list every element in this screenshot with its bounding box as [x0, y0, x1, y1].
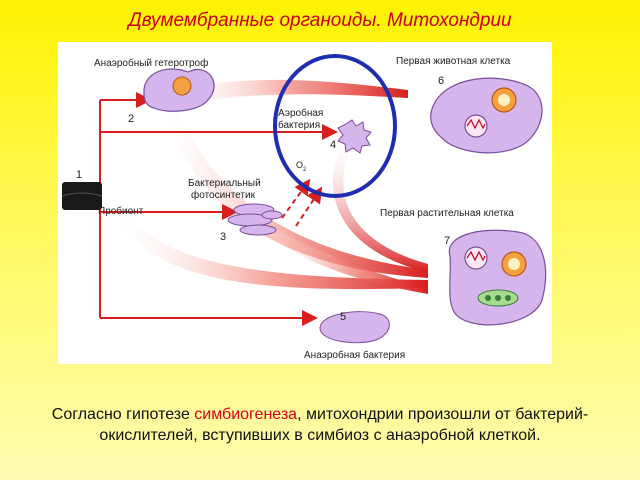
- photosynthetic-bacteria: [227, 203, 283, 236]
- animal-cell-nucleolus: [498, 94, 510, 106]
- probiont-block: [62, 182, 102, 210]
- caption-before: Согласно гипотезе: [51, 406, 195, 423]
- aerobic-bacterium: [337, 119, 372, 154]
- number-4: 4: [330, 139, 336, 151]
- flow-aerobe-to-plant: [332, 142, 428, 272]
- number-6: 6: [438, 75, 444, 87]
- heterotroph-nucleus: [172, 76, 192, 96]
- plant-cell-mitochondrion: [464, 246, 488, 270]
- diagram-canvas: Анаэробный гетеротроф Первая животная кл…: [61, 54, 547, 361]
- label-first-plant-cell: Первая растительная клетка: [380, 208, 514, 219]
- slide-title: Двумембранные органоиды. Митохондрии: [128, 10, 512, 31]
- symbiogenesis-diagram: Анаэробный гетеротроф Первая животная кл…: [58, 42, 552, 364]
- label-oxygen: O2: [296, 160, 307, 173]
- flow-photosynthetic-to-plant: [268, 228, 428, 294]
- mitochondria-highlight-circle: [273, 54, 397, 198]
- plant-cell: [448, 229, 547, 326]
- lineage-lines: [99, 92, 338, 326]
- plant-cell-chloroplast: [477, 289, 519, 307]
- label-anaerobic-heterotroph: Анаэробный гетеротроф: [94, 57, 208, 69]
- number-2: 2: [128, 113, 134, 125]
- label-anaerobic-bacterium: Анаэробная бактерия: [304, 349, 405, 361]
- caption-highlight: симбиогенеза: [194, 406, 298, 423]
- label-aerobic-line1: Аэробная: [278, 107, 323, 119]
- animal-cell: [430, 77, 543, 154]
- oxygen-arrow-down: [295, 186, 323, 227]
- anaerobic-bacterium: [319, 311, 390, 344]
- flow-probiont-to-plant: [116, 214, 428, 290]
- label-aerobic-line2: бактерия: [278, 119, 320, 131]
- animal-cell-mitochondrion: [464, 114, 488, 138]
- label-photosynthetic-line1: Бактериальный: [188, 178, 261, 189]
- number-5: 5: [340, 311, 346, 323]
- caption: Согласно гипотезе симбиогенеза, митохонд…: [16, 404, 624, 446]
- oxygen-arrows: [281, 178, 323, 227]
- number-3: 3: [220, 231, 226, 243]
- plant-cell-nucleolus: [508, 258, 520, 270]
- number-1: 1: [76, 169, 82, 181]
- flow-heterotroph-to-animal: [178, 79, 408, 104]
- label-probiont: Пробионт: [98, 205, 144, 217]
- label-photosynthetic-line2: фотосинтетик: [191, 189, 256, 201]
- label-first-animal-cell: Первая животная клетка: [396, 56, 511, 67]
- caption-after: , митохондрии произошли от бактерий-окис…: [99, 406, 589, 444]
- number-7: 7: [444, 235, 450, 247]
